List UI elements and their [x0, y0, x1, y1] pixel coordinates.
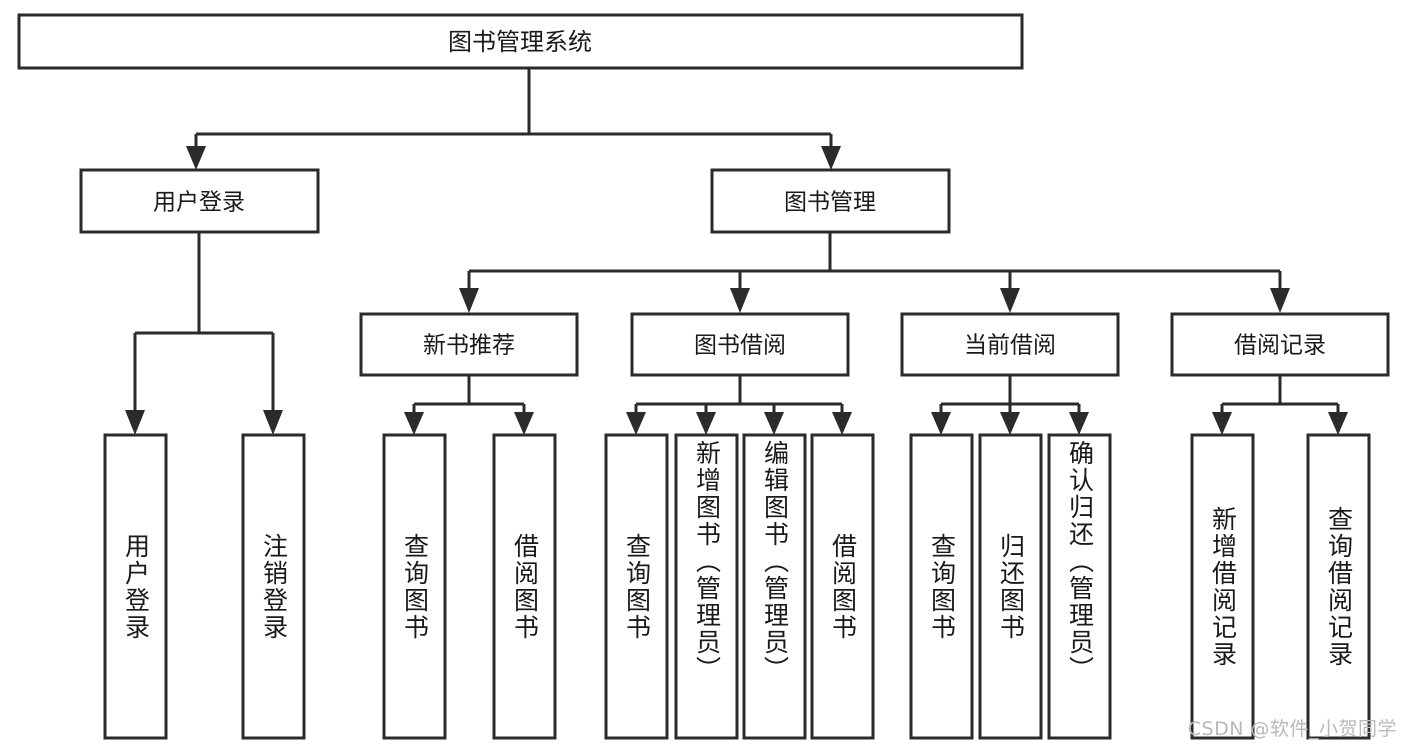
arrowhead-leaf-add-book — [696, 412, 716, 435]
node-root[interactable]: 图书管理系统 — [17, 13, 1024, 70]
node-user-login-box — [79, 168, 320, 234]
node-root-box — [17, 13, 1024, 70]
leaf-box-add-book[interactable] — [674, 433, 739, 740]
node-book-borrow[interactable]: 图书借阅 — [630, 312, 850, 377]
node-current-borrow-label: 当前借阅 — [964, 333, 1056, 359]
node-book-manage[interactable]: 图书管理 — [710, 168, 951, 234]
leaf-box-user-logout[interactable] — [241, 433, 306, 740]
watermark-text: CSDN @软件_小贺同学 — [1187, 718, 1397, 740]
arrowhead-leaf-user-logout — [263, 410, 283, 435]
node-current-borrow-box — [900, 312, 1120, 377]
node-new-book-recommend[interactable]: 新书推荐 — [359, 312, 579, 377]
arrowhead-leaf-query-record — [1328, 412, 1348, 435]
node-user-login[interactable]: 用户登录 — [79, 168, 320, 234]
node-new-book-recommend-box — [359, 312, 579, 377]
connector-book-borrow-to-leaves — [626, 375, 852, 435]
arrowhead-leaf-query-book-1 — [404, 412, 424, 435]
connector-new-book-recommend-to-leaves — [404, 375, 534, 435]
arrowhead-leaf-return-book — [1000, 412, 1020, 435]
leaf-box-confirm-return[interactable] — [1047, 433, 1112, 740]
node-book-borrow-label: 图书借阅 — [694, 333, 786, 359]
node-root-label: 图书管理系统 — [448, 28, 592, 56]
leaf-box-query-book-1[interactable] — [382, 433, 447, 740]
connector-current-borrow-to-leaves — [931, 375, 1089, 435]
node-current-borrow[interactable]: 当前借阅 — [900, 312, 1120, 377]
arrowhead-leaf-confirm-return — [1069, 412, 1089, 435]
arrowhead-to-user-login — [186, 146, 206, 170]
leaf-box-borrow-book-2[interactable] — [810, 433, 875, 740]
arrowhead-to-new-book-recommend — [459, 288, 479, 313]
arrowhead-to-borrow-record — [1270, 288, 1290, 313]
arrowhead-leaf-query-book-2 — [626, 412, 646, 435]
node-borrow-record-label: 借阅记录 — [1234, 333, 1326, 359]
arrowhead-leaf-query-book-3 — [931, 412, 951, 435]
leaf-box-edit-book[interactable] — [742, 433, 807, 740]
leaf-box-query-record[interactable] — [1306, 433, 1371, 740]
node-new-book-recommend-label: 新书推荐 — [423, 333, 515, 359]
arrowhead-leaf-borrow-book-1 — [514, 412, 534, 435]
connector-book-manage-to-level3 — [459, 232, 1290, 313]
leaf-box-user-login[interactable] — [103, 433, 168, 740]
arrowhead-to-book-manage — [821, 146, 841, 170]
connector-borrow-record-to-leaves — [1212, 375, 1348, 435]
leaf-box-borrow-book-1[interactable] — [492, 433, 557, 740]
arrowhead-to-book-borrow — [730, 288, 750, 313]
leaf-box-query-book-3[interactable] — [909, 433, 974, 740]
connector-user-login-to-leaves — [125, 232, 283, 435]
leaf-box-query-book-2[interactable] — [604, 433, 669, 740]
connector-root-to-level2 — [186, 68, 841, 170]
arrowhead-to-current-borrow — [1000, 288, 1020, 313]
node-borrow-record[interactable]: 借阅记录 — [1170, 312, 1390, 377]
node-user-login-label: 用户登录 — [153, 190, 245, 216]
leaf-box-add-record[interactable] — [1190, 433, 1255, 740]
arrowhead-leaf-user-login — [125, 410, 145, 435]
arrowhead-leaf-add-record — [1212, 412, 1232, 435]
leaf-box-return-book[interactable] — [978, 433, 1043, 740]
arrowhead-leaf-edit-book — [764, 412, 784, 435]
node-book-manage-label: 图书管理 — [784, 190, 876, 216]
arrowhead-leaf-borrow-book-2 — [832, 412, 852, 435]
